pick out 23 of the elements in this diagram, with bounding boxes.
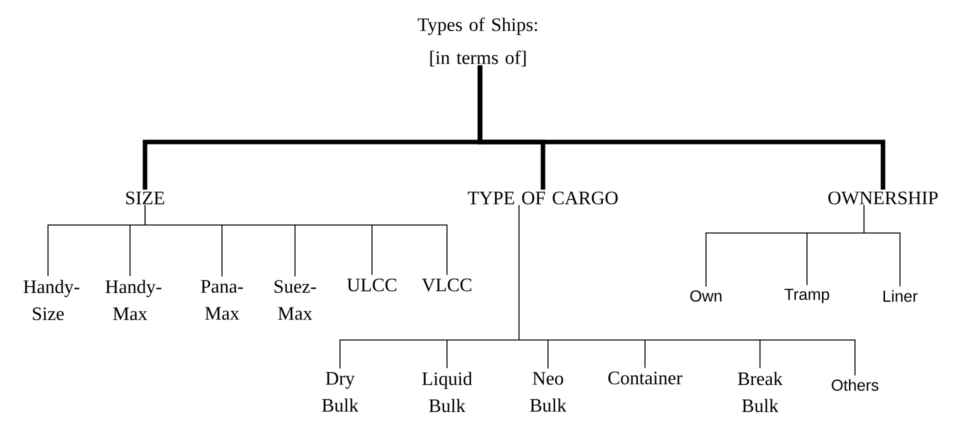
- tree-connector: [478, 65, 886, 190]
- type-label: Liquid Bulk: [422, 372, 472, 412]
- type-label: Container: [608, 372, 682, 384]
- type-label: Handy- Max: [106, 280, 162, 320]
- category-label: OWNERSHIP: [828, 192, 938, 204]
- type-label: Tramp: [784, 288, 830, 304]
- type-label: Others: [832, 379, 878, 391]
- type-label: Dry Bulk: [322, 372, 358, 412]
- type-label: VLCC: [422, 278, 472, 292]
- category-label: TYPE OF CARGO: [468, 192, 618, 204]
- heading-text: Types of Ships: [in terms of]: [418, 18, 537, 66]
- type-label: Pana- Max: [200, 280, 243, 320]
- category-label: SIZE: [126, 192, 164, 204]
- type-label: Handy- Size: [24, 280, 80, 320]
- tree-connector: [864, 205, 900, 286]
- type-label: Suez- Max: [274, 280, 316, 320]
- type-label: Neo Bulk: [530, 372, 566, 412]
- tree-connector: [518, 205, 856, 376]
- type-label: Liner: [884, 290, 918, 302]
- type-label: ULCC: [347, 278, 396, 292]
- tree-connector: [144, 205, 448, 275]
- type-label: Own: [690, 290, 722, 302]
- type-label: Break Bulk: [738, 372, 783, 412]
